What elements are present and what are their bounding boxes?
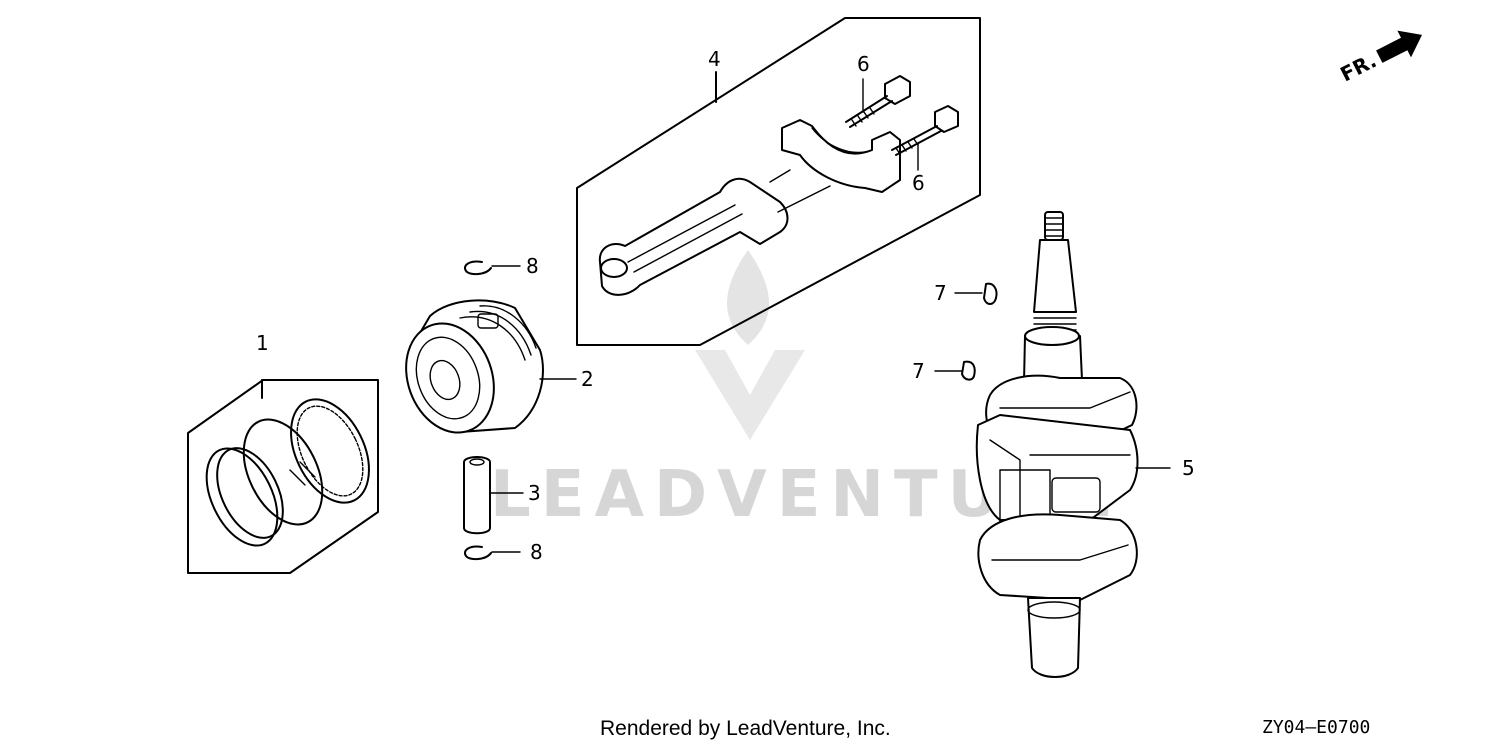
clip-upper <box>464 260 521 276</box>
key-lower <box>934 360 976 381</box>
callout-8-lower: 8 <box>530 540 543 564</box>
diagram-code: ZY04—E0700 <box>1262 717 1371 738</box>
key-upper <box>954 282 998 305</box>
callout-7-upper: 7 <box>934 281 947 305</box>
callout-3: 3 <box>528 481 541 505</box>
callout-7-lower: 7 <box>912 359 925 383</box>
piston-ring-set <box>187 379 379 574</box>
callout-2: 2 <box>581 367 594 391</box>
callout-1: 1 <box>256 331 269 355</box>
connecting-rod-assembly <box>576 17 981 346</box>
rod-bolt-lower <box>891 105 959 171</box>
piston-pin <box>463 456 491 535</box>
clip-lower <box>464 545 521 561</box>
callout-5: 5 <box>1182 456 1195 480</box>
front-direction-arrow: FR. <box>1336 30 1423 86</box>
callout-8-upper: 8 <box>526 254 539 278</box>
callout-6-lower: 6 <box>912 171 925 195</box>
callout-6-upper: 6 <box>857 52 870 76</box>
front-label: FR. <box>1336 48 1380 86</box>
crankshaft <box>975 211 1171 678</box>
callout-4: 4 <box>708 47 721 71</box>
piston <box>405 299 544 434</box>
footer-credit: Rendered by LeadVenture, Inc. <box>600 717 891 740</box>
rod-bolt-upper <box>845 75 911 128</box>
